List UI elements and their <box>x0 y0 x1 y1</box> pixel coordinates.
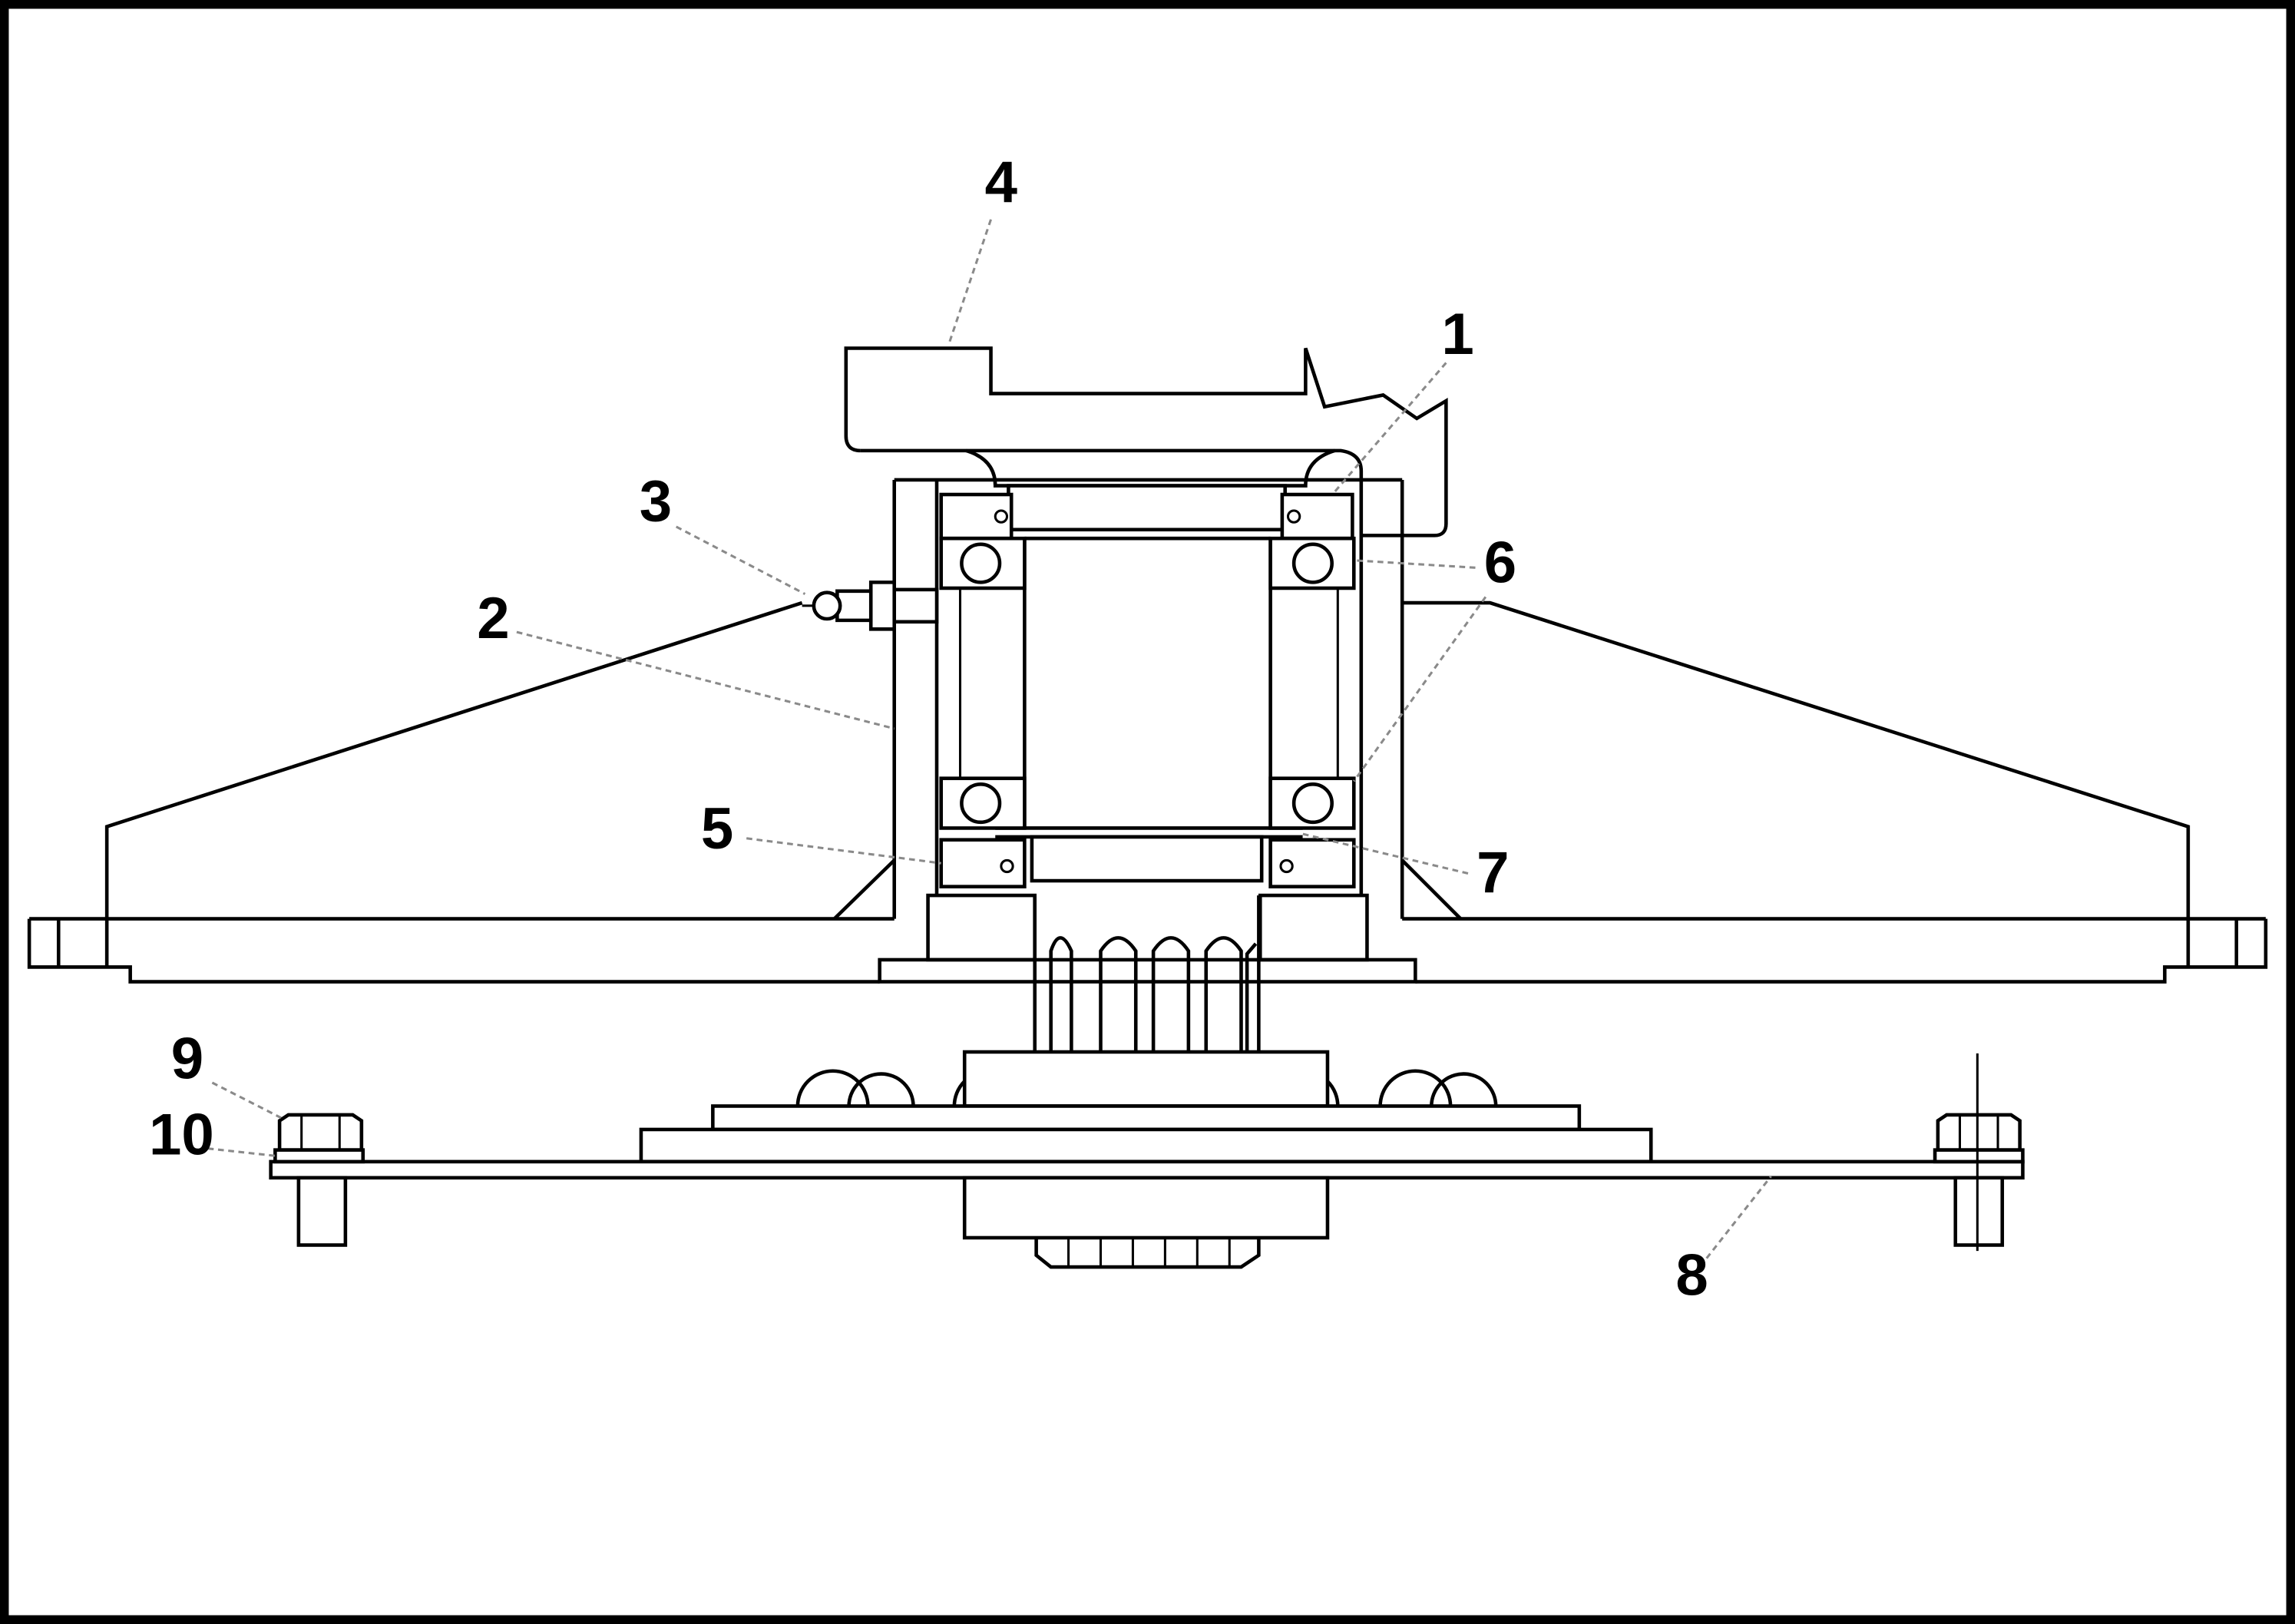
drive-plates <box>269 1050 2025 1240</box>
lower-seals <box>939 838 1356 888</box>
callout-6: 6 <box>1484 530 1516 595</box>
callouts: 1 2 3 4 5 6 7 8 9 10 <box>149 150 1708 1308</box>
splined-shaft <box>1033 895 1261 1269</box>
callout-1: 1 <box>1441 302 1473 367</box>
callout-4: 4 <box>985 150 1017 215</box>
callout-7: 7 <box>1477 840 1509 905</box>
callout-9: 9 <box>171 1026 203 1091</box>
leader-lines <box>207 219 1772 1259</box>
callout-2: 2 <box>477 586 509 651</box>
grease-fitting <box>802 580 939 631</box>
bolts <box>273 1053 2025 1252</box>
callout-5: 5 <box>701 796 733 862</box>
callout-10: 10 <box>149 1102 214 1167</box>
callout-3: 3 <box>640 468 672 534</box>
callout-8: 8 <box>1675 1242 1708 1308</box>
bearings <box>939 536 1356 830</box>
housing <box>27 478 2268 984</box>
